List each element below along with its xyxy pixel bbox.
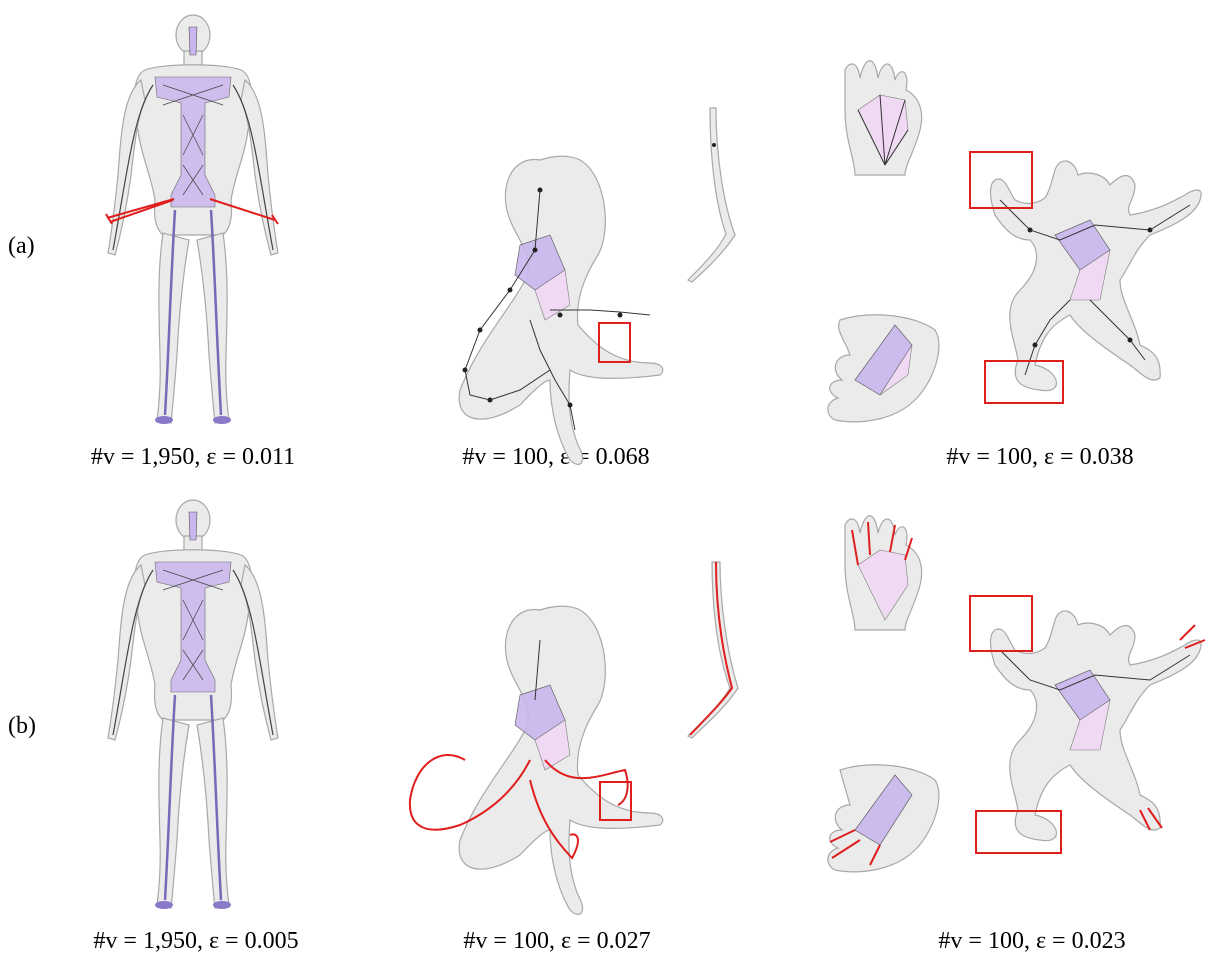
armadillo-hand-closeup-b: [845, 516, 922, 630]
human-mesh-a: [108, 15, 278, 424]
armadillo-foot-closeup-a: [828, 315, 939, 422]
armadillo-hand-closeup-a: [845, 61, 922, 175]
octopus-mesh-a: [459, 156, 663, 464]
armadillo-foot-closeup-b: [828, 765, 939, 872]
tentacle-closeup-a: [688, 108, 735, 282]
armadillo-mesh-a: [990, 161, 1201, 391]
octopus-mesh-b: [459, 606, 663, 914]
human-mesh-b: [108, 500, 278, 909]
tentacle-node-a: [712, 143, 716, 147]
armadillo-mesh-b: [990, 611, 1205, 841]
